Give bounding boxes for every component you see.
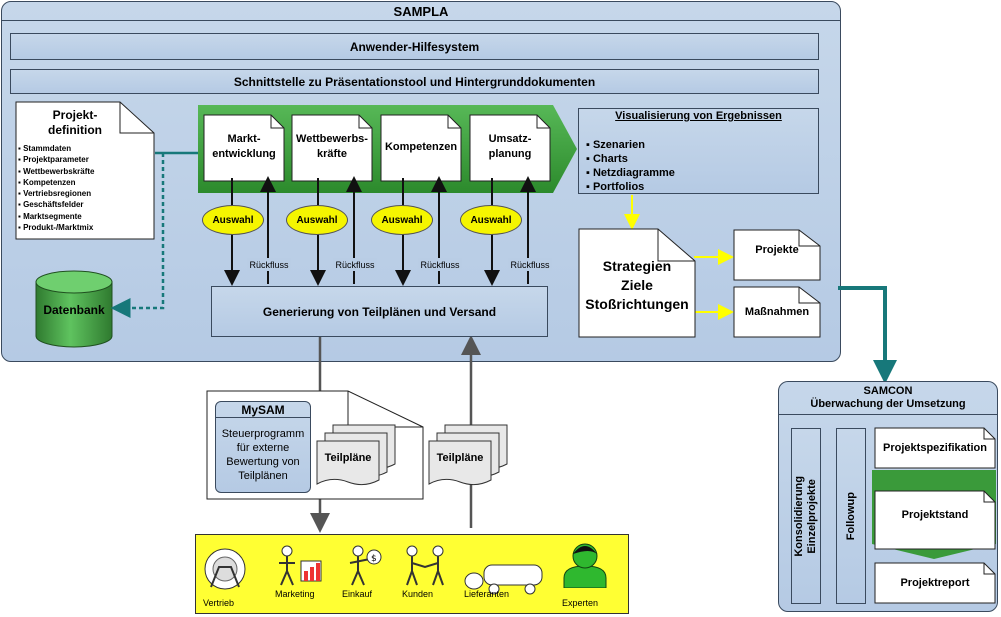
experten-icon [563, 543, 607, 589]
teilplaene-label: Teilpläne [436, 452, 484, 464]
konsolidierung-label: Konsolidierung Einzelprojekte [793, 475, 818, 557]
projekte-label[interactable]: Projekte [755, 244, 799, 256]
visualization-title: Visualisierung von Ergebnissen [615, 110, 782, 122]
vertrieb-icon [204, 548, 246, 590]
followup-bar[interactable]: Followup [836, 428, 866, 604]
list-item: Charts [586, 152, 675, 166]
project-definition-list: Stammdaten Projektparameter Wettbewerbsk… [18, 143, 95, 233]
list-item: Kompetenzen [18, 177, 95, 188]
module-doc-shape [291, 114, 373, 182]
actor[interactable]: $ [342, 543, 386, 592]
strategy-text[interactable]: Strategien Ziele Stoßrichtungen [585, 257, 689, 312]
actor-label: Experten [562, 598, 599, 608]
teilplaene-return-stack[interactable]: Teilpläne [428, 424, 510, 488]
mysam-title: MySAM [215, 402, 311, 418]
database-label: Datenbank [43, 303, 105, 317]
konsolidierung-bar[interactable]: Konsolidierung Einzelprojekte [791, 428, 821, 604]
page-shape [316, 440, 380, 486]
actor[interactable] [203, 547, 247, 596]
rueckfluss-label: Rückfluss [418, 258, 462, 271]
samcon-doc-shape [874, 562, 996, 604]
actor-label: Vertrieb [203, 598, 235, 608]
generation-box[interactable]: Generierung von Teilplänen und Versand [211, 286, 548, 337]
module-doc-shape [469, 114, 551, 182]
auswahl-oval[interactable]: Auswahl [460, 205, 522, 235]
list-item: Wettbewerbskräfte [18, 166, 94, 177]
mysam-box[interactable] [215, 401, 311, 493]
marketing-icon [279, 545, 322, 586]
actor-label: Kunden [402, 589, 434, 599]
list-item: Marktsegmente [18, 211, 95, 222]
actor[interactable] [464, 555, 544, 604]
module-doc[interactable]: Umsatz- planung [469, 114, 551, 182]
projekte-doc-shape [733, 229, 821, 281]
actor[interactable] [402, 543, 450, 592]
rueckfluss-label: Rückfluss [247, 258, 291, 271]
list-item: Stammdaten [18, 143, 95, 154]
lieferanten-icon [464, 564, 543, 595]
auswahl-oval[interactable]: Auswahl [286, 205, 348, 235]
rueckfluss-label: Rückfluss [508, 258, 552, 271]
samcon-doc-shape [874, 427, 996, 469]
samcon-title: SAMCON Überwachung der Umsetzung [810, 385, 966, 410]
actor-label: Marketing [275, 589, 315, 599]
list-item: Projektparameter [18, 154, 95, 165]
actor-label: Einkauf [342, 589, 373, 599]
module-label: Umsatz- planung [488, 133, 532, 160]
samcon-doc[interactable]: Projektspezifikation [874, 427, 996, 469]
list-item: Vertriebsregionen [18, 188, 95, 199]
page-shape [428, 440, 492, 486]
samcon-doc-label: Projektstand [901, 509, 969, 521]
einkauf-icon: $ [349, 545, 382, 586]
sampla-title: SAMPLA [393, 3, 449, 19]
auswahl-oval[interactable]: Auswahl [371, 205, 433, 235]
list-item: Portfolios [586, 180, 675, 194]
followup-label: Followup [845, 491, 857, 541]
strategy-doc-shape [578, 228, 696, 338]
samcon-divider [778, 414, 998, 415]
module-doc[interactable]: Kompetenzen [380, 114, 462, 182]
module-doc[interactable]: Wettbewerbs- kräfte [291, 114, 373, 182]
samcon-doc-label: Projektreport [900, 577, 970, 589]
project-definition-title: Projekt- definition [48, 108, 102, 137]
visualization-list: Szenarien Charts Netzdiagramme Portfolio… [586, 138, 675, 194]
actor-label: Lieferanten [464, 589, 510, 599]
mysam-text: Steuerprogramm für externe Bewertung von… [221, 428, 305, 482]
samcon-doc[interactable]: Projektstand [874, 490, 996, 550]
help-system-bar[interactable]: Anwender-Hilfesystem [10, 33, 819, 60]
title-divider [1, 20, 841, 21]
module-label: Wettbewerbs- kräfte [296, 133, 368, 160]
samcon-doc-label: Projektspezifikation [883, 442, 987, 454]
actor[interactable] [562, 542, 608, 593]
teilplaene-label: Teilpläne [324, 452, 372, 464]
auswahl-oval[interactable]: Auswahl [202, 205, 264, 235]
actor[interactable] [275, 543, 325, 592]
rueckfluss-label: Rückfluss [333, 258, 377, 271]
kunden-icon [406, 545, 444, 586]
massnahmen-doc-shape [733, 286, 821, 338]
module-doc-shape [203, 114, 285, 182]
list-item: Produkt-/Marktmix [18, 222, 95, 233]
module-doc-shape [380, 114, 462, 182]
samcon-doc-shape [874, 490, 996, 550]
mysam-teilplaene-stack[interactable]: Teilpläne [316, 424, 398, 488]
samcon-doc[interactable]: Projektreport [874, 562, 996, 604]
svg-text:$: $ [371, 554, 377, 564]
database-icon[interactable] [34, 270, 114, 350]
list-item: Geschäftsfelder [18, 199, 95, 210]
list-item: Szenarien [586, 138, 675, 152]
module-label: Kompetenzen [384, 140, 458, 153]
list-item: Netzdiagramme [586, 166, 675, 180]
module-label: Markt- entwicklung [212, 133, 276, 160]
module-doc[interactable]: Markt- entwicklung [203, 114, 285, 182]
interface-bar[interactable]: Schnittstelle zu Präsentationstool und H… [10, 69, 819, 94]
massnahmen-label[interactable]: Maßnahmen [744, 306, 810, 318]
